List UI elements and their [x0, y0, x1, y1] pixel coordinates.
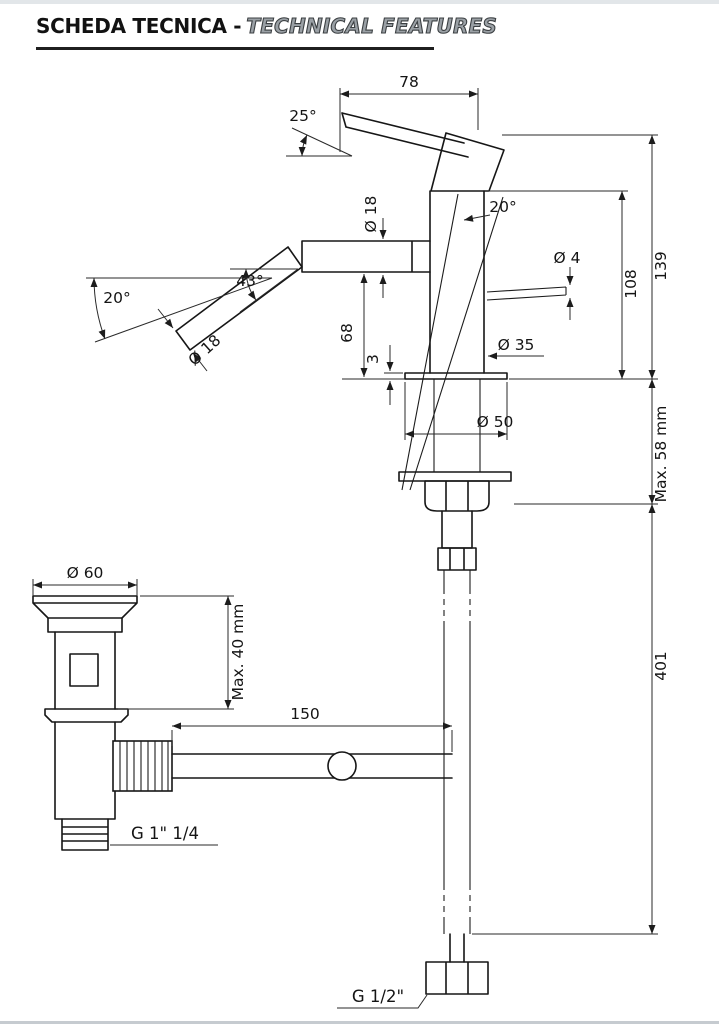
linkage-rod	[171, 753, 453, 779]
dim-tip-dia-upper	[157, 308, 174, 329]
drain-outline	[32, 595, 453, 851]
sheet-header: SCHEDA TECNICA - TECHNICAL FEATURES	[36, 13, 497, 50]
pivot-ball	[327, 751, 357, 781]
swivel-diagonals	[401, 193, 504, 491]
base-diameter-label: Ø 50	[477, 413, 514, 431]
drain-lower-body	[54, 721, 116, 820]
rays-flow-angle	[86, 277, 273, 343]
ext-base-diameter	[404, 382, 508, 440]
leader-inlet-thread	[337, 994, 428, 1009]
base-plate-label: 3	[364, 354, 382, 364]
drain-upper-body	[54, 631, 116, 710]
dimension-labels: 78 25° Ø 18 20° Ø 4 108 139 43° 20° Ø 18…	[67, 73, 670, 1006]
washer-plate	[398, 471, 512, 482]
lever-handle	[341, 112, 469, 158]
inlet-thread-label: G 1/2"	[352, 987, 404, 1006]
rod-length-label: 150	[290, 705, 320, 723]
inlet-collar	[449, 933, 465, 963]
base-flange	[404, 372, 508, 380]
spout-tip	[175, 246, 303, 351]
outlet-pipe	[486, 286, 567, 301]
body-height-label: 108	[622, 269, 640, 299]
outlet-diameter-label: Ø 4	[554, 249, 581, 267]
spout-height-label: 68	[338, 323, 356, 343]
dimension-annotations	[32, 88, 658, 1009]
rays-tip-angle	[230, 268, 299, 313]
mounting-nut	[424, 480, 490, 512]
max-counter-thickness-label: Max. 58 mm	[652, 406, 670, 503]
ext-rod-length	[171, 730, 453, 752]
spout-diameter-label: Ø 18	[362, 196, 380, 233]
drain-thread-label: G 1" 1/4	[131, 824, 199, 843]
coupling-ribs	[119, 741, 169, 791]
max-drain-thickness-label: Max. 40 mm	[229, 604, 247, 701]
drain-tailpiece	[61, 818, 109, 851]
arc-tip-angle	[242, 268, 257, 301]
spout-reach-label: 78	[399, 73, 419, 91]
total-height-label: 139	[652, 251, 670, 281]
hose-fitting-nut	[437, 547, 477, 571]
page-subtitle: TECHNICAL FEATURES	[246, 13, 498, 38]
tip-angle-label: 43°	[236, 272, 263, 290]
drain-top-flange	[32, 595, 138, 619]
dim-tip-dia-lower	[192, 352, 208, 372]
drain-mid-flange	[44, 708, 129, 723]
spout	[301, 240, 431, 273]
lever-angle-label: 25°	[289, 107, 316, 125]
mounting-shank	[433, 379, 481, 472]
hose-length-label: 401	[652, 651, 670, 681]
faucet-outline	[175, 112, 567, 995]
supply-hoses-break	[443, 588, 471, 918]
tip-diameter-label: Ø 18	[185, 331, 224, 369]
technical-drawing: 78 25° Ø 18 20° Ø 4 108 139 43° 20° Ø 18…	[32, 73, 670, 1009]
hose-fitting	[441, 510, 473, 549]
leader-swivel-angle	[463, 214, 491, 222]
drain-neck	[47, 617, 123, 633]
arc-flow-angle	[90, 277, 106, 340]
arc-lever-angle	[298, 134, 308, 157]
drain-diameter-label: Ø 60	[67, 564, 104, 582]
ext-spout-reach	[339, 88, 479, 152]
inlet-hex-nut	[425, 961, 489, 995]
ext-max-drain	[118, 595, 234, 710]
drain-overflow-slot	[69, 653, 99, 687]
flow-angle-label: 20°	[103, 289, 130, 307]
swivel-angle-label: 20°	[489, 198, 516, 216]
page-title: SCHEDA TECNICA -	[36, 14, 242, 38]
supply-hoses	[443, 570, 471, 934]
coupling-nut	[112, 740, 173, 792]
rays-lever-angle	[286, 127, 353, 157]
body-diameter-label: Ø 35	[498, 336, 535, 354]
cartridge-cap	[430, 132, 505, 192]
